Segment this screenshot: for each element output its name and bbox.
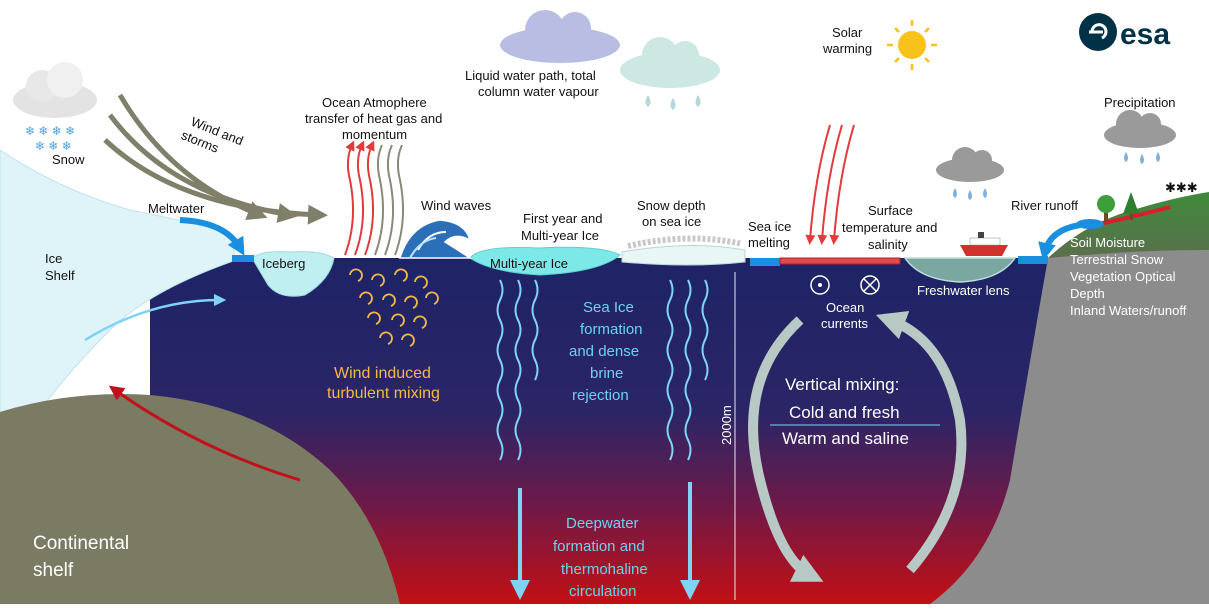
rain-cloud-icon-gray-small <box>936 147 1004 200</box>
label-sea-ice-melting-1: Sea ice <box>748 219 791 234</box>
label-surface-temp-2: temperature and <box>842 220 937 235</box>
label-ocean-currents-1: Ocean <box>826 300 864 315</box>
label-vegetation-optical-1: Vegetation Optical <box>1070 269 1176 284</box>
label-ocean-currents-2: currents <box>821 316 868 331</box>
svg-text:❄ ❄ ❄ ❄: ❄ ❄ ❄ ❄ <box>25 124 75 138</box>
meltwater-patch-left <box>232 255 254 262</box>
solar-warming-arrows <box>805 124 855 245</box>
turbulent-mixing-swirls <box>349 268 439 347</box>
wind-storm-arrows <box>103 93 328 225</box>
label-ocean-atmosphere-1: Ocean Atmophere <box>322 95 427 110</box>
rain-cloud-icon-teal <box>620 37 720 110</box>
snow-layer <box>627 235 743 249</box>
iceberg <box>251 251 335 297</box>
heat-transfer-arrows <box>344 140 404 256</box>
meltwater-arrow <box>179 217 245 256</box>
label-liquid-water-1: Liquid water path, total <box>465 68 596 83</box>
depth-scale-label: 2000m <box>719 405 734 445</box>
label-ocean-atmosphere-2: transfer of heat gas and <box>305 111 442 126</box>
label-sea-ice-formation-1: Sea Ice <box>583 299 634 316</box>
label-snow-depth-2: on sea ice <box>642 214 701 229</box>
label-turbulent-2: turbulent mixing <box>327 385 440 402</box>
current-into-page-icon <box>860 275 880 295</box>
label-first-year-1: First year and <box>523 211 602 226</box>
wind-wave-icon <box>398 219 473 259</box>
label-sea-ice-formation-3: and dense <box>569 343 639 360</box>
svg-text:❄ ❄ ❄: ❄ ❄ ❄ <box>35 139 72 153</box>
label-vegetation-optical-2: Depth <box>1070 286 1105 301</box>
right-coast-rock <box>930 195 1209 604</box>
label-inland-waters: Inland Waters/runoff <box>1070 303 1187 318</box>
label-freshwater-lens: Freshwater lens <box>917 283 1010 298</box>
vertical-mixing-loop-left <box>748 316 824 582</box>
label-vertical-mixing-2: Cold and fresh <box>789 403 900 422</box>
ship-icon <box>960 232 1008 256</box>
river-runoff-arrow <box>1038 222 1081 261</box>
esa-logo: esa <box>1079 13 1170 51</box>
label-terrestrial-snow: Terrestrial Snow <box>1070 252 1164 267</box>
surface-temperature-band <box>779 257 901 265</box>
cloud-icon-purple <box>500 10 620 63</box>
inland-lake <box>1076 219 1104 229</box>
label-river-runoff: River runoff <box>1011 198 1078 213</box>
label-liquid-water-2: column water vapour <box>478 84 599 99</box>
label-wind-waves: Wind waves <box>421 198 492 213</box>
multi-year-ice-label: Multi-year Ice <box>490 256 568 271</box>
label-deepwater-3: thermohaline <box>561 561 648 578</box>
meltwater-patch-sea-ice <box>750 258 780 266</box>
label-surface-temp-3: salinity <box>868 237 908 252</box>
iceberg-label: Iceberg <box>262 256 305 271</box>
label-turbulent-1: Wind induced <box>334 365 431 382</box>
label-deepwater-2: formation and <box>553 538 645 555</box>
label-sea-ice-formation-4: brine <box>590 365 623 382</box>
meltwater-patch-right <box>1018 256 1048 264</box>
brine-rejection-plumes <box>496 279 709 461</box>
label-deepwater-4: circulation <box>569 583 637 600</box>
label-solar-2: warming <box>822 41 872 56</box>
pine-tree-icon <box>1123 192 1139 220</box>
snow-cloud-icon: ❄ ❄ ❄ ❄ ❄ ❄ ❄ <box>13 62 97 153</box>
sea-ice-with-snow <box>621 244 746 266</box>
label-first-year-2: Multi-year Ice <box>521 228 599 243</box>
label-surface-temp-1: Surface <box>868 203 913 218</box>
label-vertical-mixing-1: Vertical mixing: <box>785 375 899 394</box>
warm-inflow-arrow <box>108 385 301 482</box>
vertical-mixing-loop-right <box>875 311 967 574</box>
ice-shelf-melting-arrow <box>84 293 227 342</box>
label-soil-moisture: Soil Moisture <box>1070 235 1145 250</box>
label-sea-ice-melting-2: melting <box>748 235 790 250</box>
tree-icon <box>1097 195 1115 222</box>
label-ocean-atmosphere-3: momentum <box>342 127 407 142</box>
label-snow: Snow <box>52 152 85 167</box>
current-out-of-page-icon <box>810 275 830 295</box>
label-precipitation: Precipitation <box>1104 95 1176 110</box>
label-solar-1: Solar <box>832 25 863 40</box>
multi-year-ice <box>469 246 621 276</box>
label-continental-shelf-2: shelf <box>33 560 74 581</box>
label-sea-ice-formation-5: rejection <box>572 387 629 404</box>
freshwater-lens <box>903 257 1017 283</box>
label-continental-shelf-1: Continental <box>33 533 129 554</box>
snowflake-icon: ✱✱✱ <box>1165 180 1198 195</box>
label-sea-ice-formation-2: formation <box>580 321 643 338</box>
label-deepwater-1: Deepwater <box>566 515 639 532</box>
continental-shelf <box>0 394 400 604</box>
esa-logo-text: esa <box>1120 18 1170 51</box>
label-ice-shelf-1: Ice <box>45 251 62 266</box>
label-ice-shelf-2: Shelf <box>45 268 75 283</box>
label-snow-depth-1: Snow depth <box>637 198 706 213</box>
label-ice-shelf-melting-1: Ice shelf <box>97 345 146 360</box>
rain-cloud-icon-gray-large <box>1104 110 1176 164</box>
sun-icon <box>887 20 937 70</box>
label-vertical-mixing-3: Warm and saline <box>782 429 909 448</box>
label-meltwater: Meltwater <box>148 201 205 216</box>
label-ice-shelf-melting-2: Melting <box>101 362 143 377</box>
